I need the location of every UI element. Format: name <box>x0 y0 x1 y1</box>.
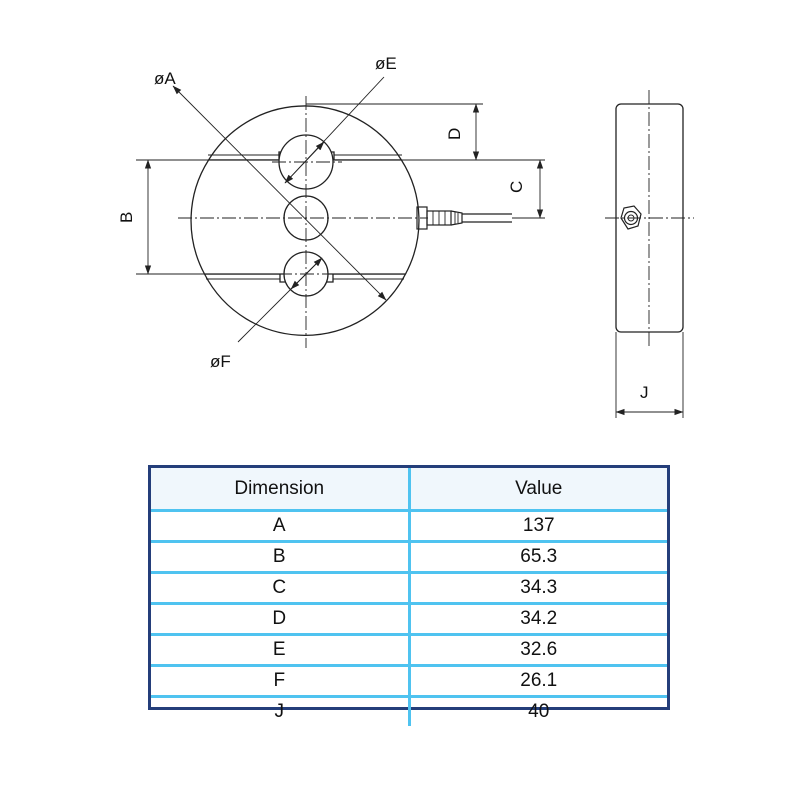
dimension-cell: F <box>151 664 409 697</box>
table-row: F 26.1 <box>151 664 667 697</box>
connector-nut <box>620 205 642 230</box>
dimension-table-grid: Dimension Value A 137 B 65.3 C 34.3 D 34… <box>151 468 667 726</box>
value-cell: 32.6 <box>407 633 667 666</box>
header-value: Value <box>407 468 667 512</box>
table-row: A 137 <box>151 510 667 542</box>
cable-connector <box>416 206 512 230</box>
dimension-cell: A <box>272 515 286 536</box>
header-dimension: Dimension <box>151 468 409 512</box>
value-cell: 40 <box>407 695 667 726</box>
dimension-cell: B <box>151 540 409 573</box>
dim-c-label: C <box>507 181 526 193</box>
table-header-row: Dimension Value <box>151 468 667 512</box>
table-row: B 65.3 <box>151 540 667 573</box>
dimension-table: Dimension Value A 137 B 65.3 C 34.3 D 34… <box>148 465 670 726</box>
side-view: J <box>605 90 694 418</box>
value-cell: 26.1 <box>407 664 667 697</box>
value-cell: 34.2 <box>407 602 667 635</box>
dim-b-label: B <box>117 212 136 223</box>
dimension-drawing: øA øE øF B D C <box>117 54 694 418</box>
front-view: øA øE øF B D C <box>117 54 545 371</box>
dimension-cell: E <box>151 633 409 666</box>
value-cell: 65.3 <box>407 540 667 573</box>
value-cell: 34.3 <box>407 571 667 604</box>
dimension-cell: C <box>151 571 409 604</box>
dia-f-label: øF <box>210 352 231 371</box>
table-row: J 40 <box>151 695 667 726</box>
table-row: C 34.3 <box>151 571 667 604</box>
value-cell: 137 <box>407 510 667 542</box>
dim-d-label: D <box>445 128 464 140</box>
table-row: D 34.2 <box>151 602 667 635</box>
dia-e-label: øE <box>375 54 397 73</box>
dim-j-label: J <box>640 383 649 402</box>
dimension-cell: J <box>151 695 409 726</box>
dia-a-label: øA <box>154 69 176 88</box>
table-row: E 32.6 <box>151 633 667 666</box>
dimension-cell: D <box>151 602 409 635</box>
